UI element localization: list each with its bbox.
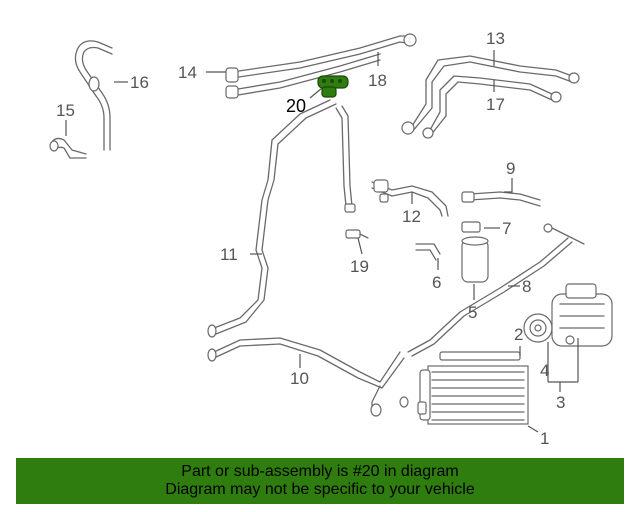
- callout-3: 3: [556, 393, 565, 412]
- ac-parts-diagram: 1 2 3 4 5 6 7 8 9 10 11 12 13 14 15 16 1…: [49, 29, 613, 448]
- banner-line-1: Part or sub-assembly is #20 in diagram: [181, 463, 459, 480]
- callout-10: 10: [290, 369, 309, 388]
- part-3-compressor: [523, 283, 613, 347]
- part-10-tube: [207, 337, 409, 417]
- part-8-tube: [407, 223, 585, 357]
- part-13-17-hoses: [401, 55, 580, 139]
- info-banner: Part or sub-assembly is #20 in diagram D…: [16, 458, 624, 504]
- callout-11: 11: [220, 245, 238, 264]
- callout-5: 5: [468, 303, 477, 322]
- part-19-fitting: [345, 229, 369, 239]
- callout-18: 18: [368, 71, 387, 90]
- callout-16: 16: [130, 73, 149, 92]
- callout-14: 14: [178, 63, 197, 82]
- part-6-bracket: [415, 243, 441, 261]
- callout-2: 2: [514, 325, 523, 344]
- callout-4: 4: [540, 361, 549, 380]
- callout-6: 6: [432, 273, 441, 292]
- callout-15: 15: [56, 101, 75, 120]
- callout-20: 20: [286, 96, 306, 116]
- part-1-condenser: [417, 365, 529, 425]
- leader-lines: [65, 50, 579, 433]
- part-7-switch: [461, 221, 481, 233]
- callout-labels: 1 2 3 4 5 6 7 8 9 10 11 12 13 14 15 16 1…: [56, 29, 565, 448]
- callout-9: 9: [506, 159, 515, 178]
- part-16-hose: [74, 40, 113, 151]
- banner-line-2: Diagram may not be specific to your vehi…: [165, 481, 475, 498]
- callout-19: 19: [350, 257, 369, 276]
- part-18-tube: [225, 33, 417, 99]
- callout-17: 17: [486, 95, 505, 114]
- part-5-drier: [461, 236, 489, 283]
- callout-13: 13: [486, 29, 505, 48]
- callout-7: 7: [502, 219, 511, 238]
- callout-1: 1: [540, 429, 549, 448]
- part-11-tube: [207, 99, 356, 338]
- callout-12: 12: [402, 207, 421, 226]
- part-9-sensor-line: [461, 191, 541, 207]
- part-15-fitting: [49, 137, 87, 159]
- part-12-line: [371, 179, 449, 217]
- callout-8: 8: [522, 277, 531, 296]
- part-2-strip: [439, 351, 521, 361]
- part-20-highlighted: [317, 75, 349, 98]
